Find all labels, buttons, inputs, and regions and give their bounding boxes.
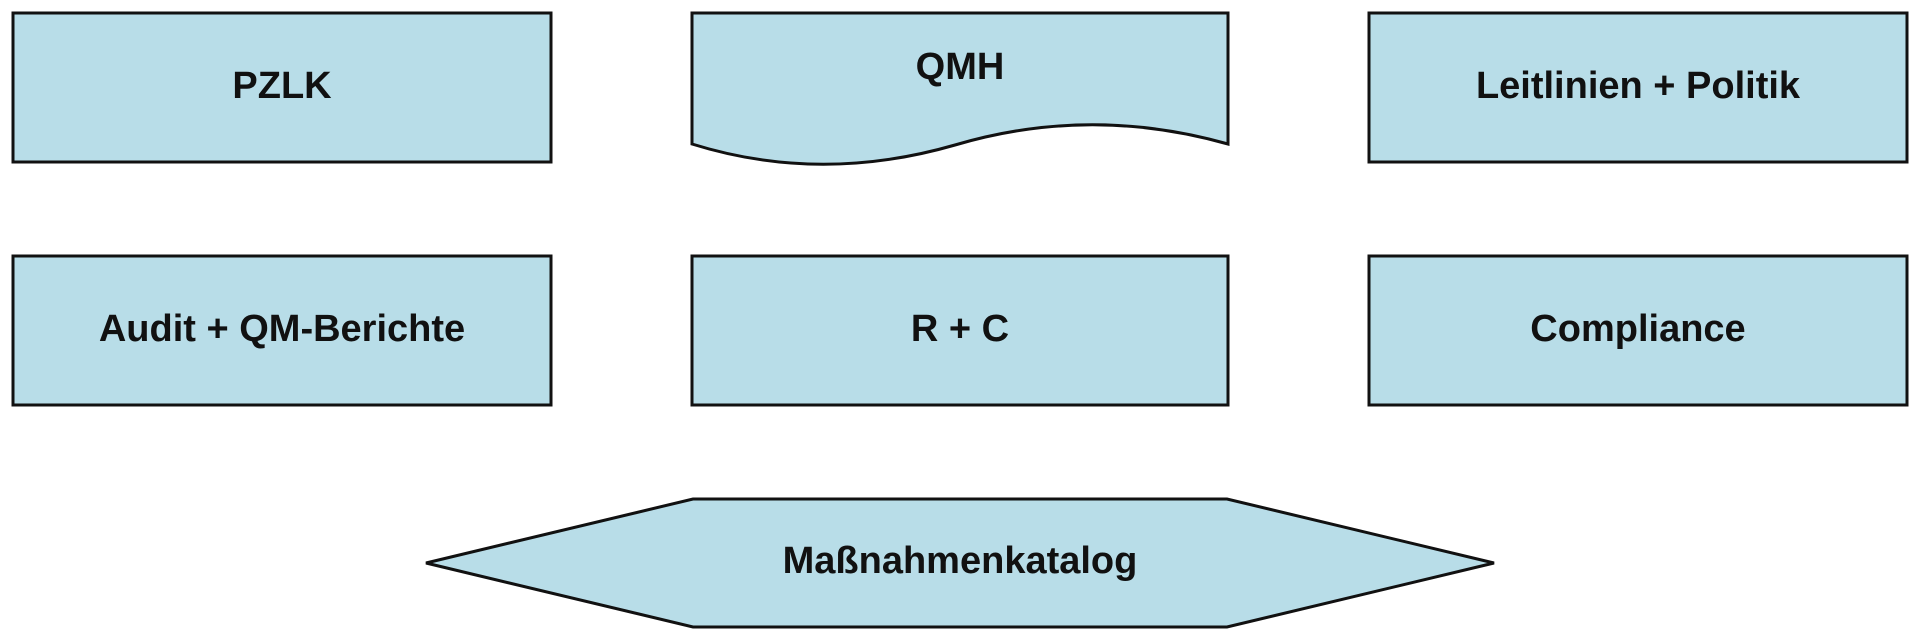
box-leitlinien-politik: Leitlinien + Politik [1367,11,1909,164]
box-compliance: Compliance [1367,254,1909,407]
box-pzlk-label: PZLK [232,65,332,107]
hexagon-shape [425,497,1495,629]
document-shape [690,11,1230,166]
box-compliance-label: Compliance [1530,308,1745,350]
box-qmh: QMH [690,11,1230,166]
box-r-c-label: R + C [911,308,1009,350]
box-massnahmenkatalog-label: Maßnahmenkatalog [783,540,1138,582]
box-pzlk: PZLK [11,11,553,164]
box-massnahmenkatalog: Maßnahmenkatalog [425,497,1495,629]
box-audit-qm-berichte: Audit + QM-Berichte [11,254,553,407]
box-audit-qm-berichte-label: Audit + QM-Berichte [99,308,465,350]
box-qmh-label: QMH [916,46,1005,88]
box-leitlinien-politik-label: Leitlinien + Politik [1476,65,1801,107]
box-r-c: R + C [690,254,1230,407]
